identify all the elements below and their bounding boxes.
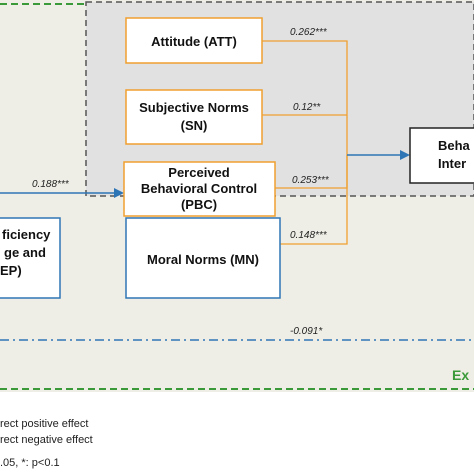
node-attitude-label: Attitude (ATT) xyxy=(151,34,237,49)
path-mn-to-bi xyxy=(280,155,348,245)
node-mn-label: Moral Norms (MN) xyxy=(147,252,259,267)
extended-model-label: Ex xyxy=(452,367,469,383)
coef-sn-bi: 0.12** xyxy=(293,102,321,113)
node-moral-norms xyxy=(125,217,281,299)
node-perceived-behavioral-control xyxy=(123,161,276,217)
coef-pbc-bi: 0.253*** xyxy=(292,175,330,186)
node-behavioral-intention xyxy=(409,127,474,184)
legend-negative-effect: rect negative effect xyxy=(0,434,93,446)
node-pbc-line2: Behavioral Control xyxy=(141,181,257,196)
coef-att-bi: 0.262*** xyxy=(290,27,328,38)
node-subjective-norms xyxy=(125,89,263,145)
node-left-line1: ficiency xyxy=(2,227,51,242)
node-left-line3: EP) xyxy=(0,263,22,278)
coef-mn-bi: 0.148*** xyxy=(290,230,328,241)
node-left-construct xyxy=(0,217,61,299)
node-bi-line1: Beha xyxy=(438,138,471,153)
node-sn-line1: Subjective Norms xyxy=(139,100,249,115)
node-pbc-line1: Perceived xyxy=(168,165,229,180)
node-bi-line2: Inter xyxy=(438,156,466,171)
coef-extended: -0.091* xyxy=(290,326,323,337)
node-pbc-line3: (PBC) xyxy=(181,197,217,212)
node-attitude xyxy=(125,17,263,64)
path-att-to-bi xyxy=(262,40,348,155)
node-left-line2: ge and xyxy=(4,245,46,260)
node-sn-line2: (SN) xyxy=(181,118,208,133)
legend-significance: .05, *: p<0.1 xyxy=(0,457,60,469)
legend-positive-effect: rect positive effect xyxy=(0,418,88,430)
coef-left-pbc: 0.188*** xyxy=(32,179,70,190)
